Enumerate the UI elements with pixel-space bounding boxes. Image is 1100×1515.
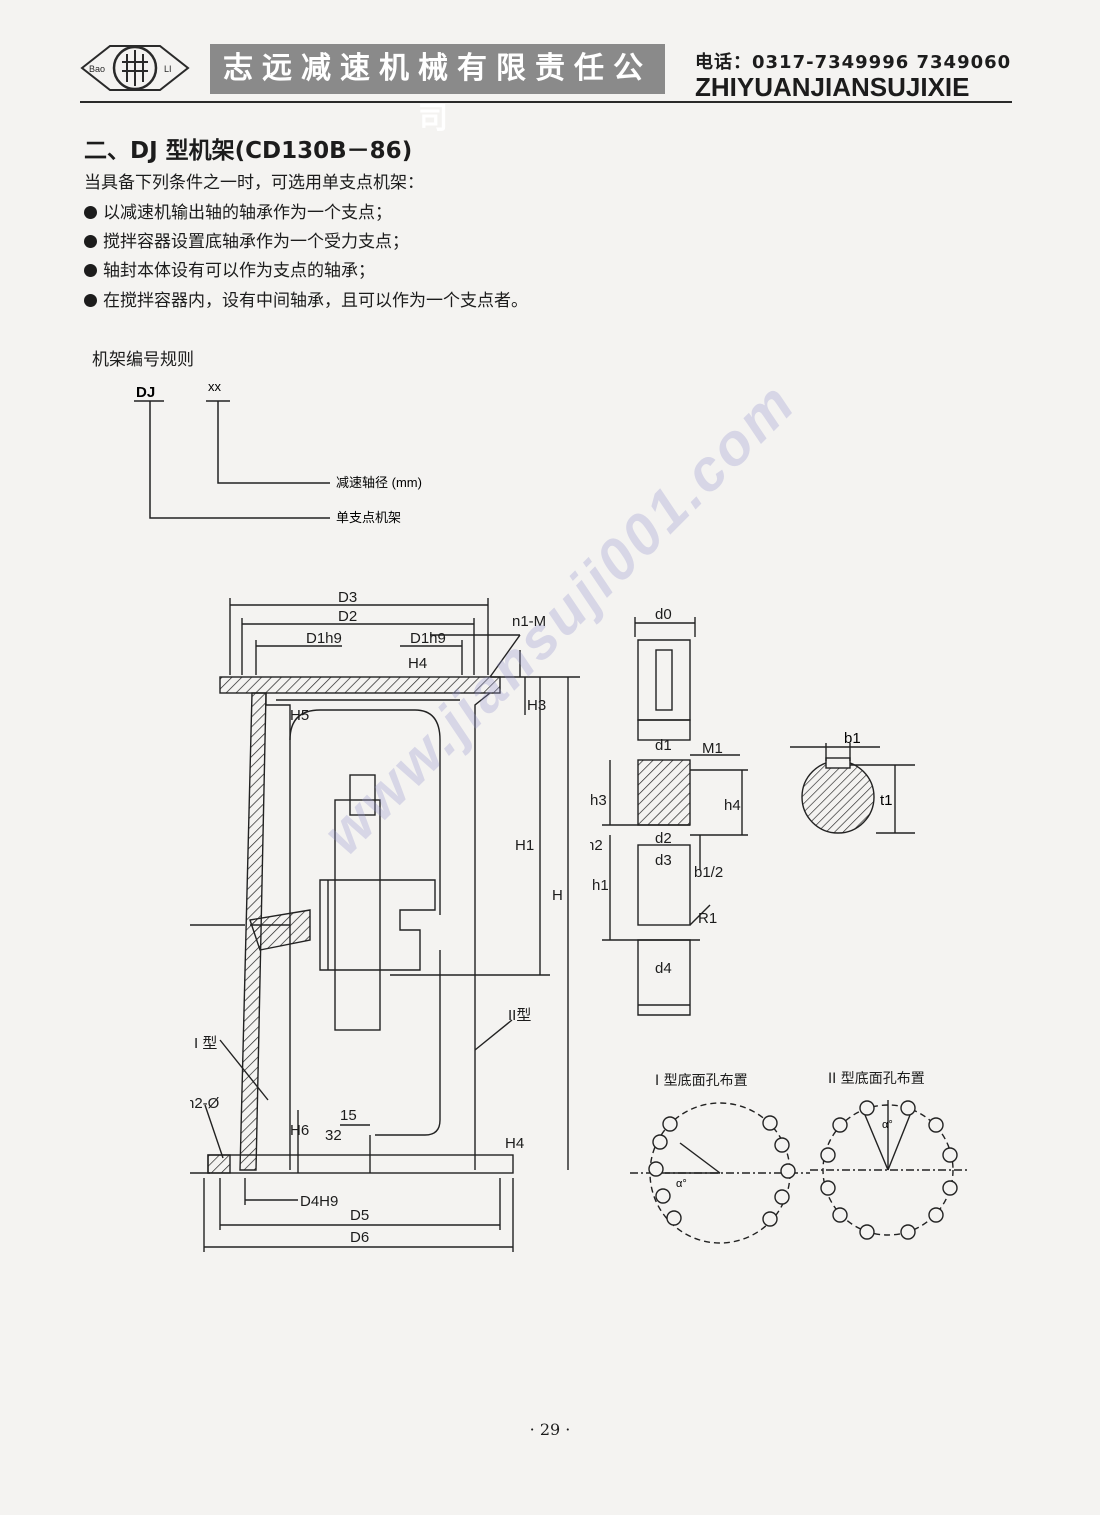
label-H3: H3 [527, 697, 546, 714]
bullet-item: 轴封本体设有可以作为支点的轴承； [84, 256, 375, 281]
label-d2: d2 [655, 830, 672, 847]
section-title: 二、DJ 型机架(CD130B－86) [84, 138, 413, 164]
label-32: 32 [325, 1127, 342, 1144]
label-H4-top: H4 [408, 655, 427, 672]
code-suffix: xx [208, 379, 222, 394]
bullet-dot-icon [84, 235, 97, 248]
label-D5: D5 [350, 1207, 369, 1224]
label-h4: h4 [724, 797, 741, 814]
numbering-rule-heading: 机架编号规则 [92, 350, 194, 370]
header-divider [80, 101, 1012, 103]
label-n2: n2-Ø [190, 1095, 220, 1112]
label-d3: d3 [655, 852, 672, 869]
label-alpha-II: α° [882, 1119, 893, 1131]
label-M1: M1 [702, 740, 723, 757]
label-D6: D6 [350, 1229, 369, 1246]
label-H5: H5 [290, 707, 309, 724]
label-H1: H1 [515, 837, 534, 854]
label-H4-bottom: H4 [505, 1135, 524, 1152]
label-t1: t1 [880, 792, 893, 809]
label-R1: R1 [698, 910, 717, 927]
label-n1-M: n1-M [512, 613, 546, 630]
layout-I-title: I 型底面孔布置 [655, 1073, 748, 1089]
label-type-I: I 型 [194, 1035, 217, 1052]
logo-text-left: Bao [89, 64, 105, 74]
label-15: 15 [340, 1107, 357, 1124]
brand-latin-name: ZHIYUANJIANSUJIXIE [695, 72, 970, 102]
label-b1: b1 [844, 730, 861, 747]
code-prefix: DJ [136, 384, 155, 401]
numbering-diagram: DJ xx 减速轴径 (mm) 单支点机架 [134, 379, 422, 525]
label-alpha-I: α° [676, 1178, 687, 1190]
logo-text-right: LI [164, 64, 172, 74]
bullet-dot-icon [84, 264, 97, 277]
company-logo: Bao LI [80, 45, 190, 91]
label-H: H [552, 887, 563, 904]
label-H6: H6 [290, 1122, 309, 1139]
label-h2: h2 [590, 837, 603, 854]
layout-II-drawing: α° [810, 1100, 970, 1240]
bullet-item: 以减速机输出轴的轴承作为一个支点； [84, 198, 392, 223]
label-D4H9: D4H9 [300, 1193, 338, 1210]
label-h3: h3 [590, 792, 607, 809]
frame-drawing: D3 D2 D1h9 D1h9 n1-M H3 H5 H1 H H2 I 型 I… [190, 589, 580, 1252]
page-number: · 29 · [529, 1420, 571, 1439]
layout-II-title: II 型底面孔布置 [828, 1071, 925, 1087]
label-D1h9-right: D1h9 [410, 630, 446, 647]
label-shaft-diameter: 减速轴径 (mm) [336, 475, 422, 490]
label-b1-2: b1/2 [694, 864, 723, 881]
label-D1h9-left: D1h9 [306, 630, 342, 647]
bullet-dot-icon [84, 206, 97, 219]
shaft-detail-drawing: d0 d1 M1 h3 h4 h2 d2 d3 b1/2 h1 R1 d4 [590, 606, 748, 1016]
bullet-item: 在搅拌容器内，设有中间轴承，且可以作为一个支点者。 [84, 286, 528, 311]
phone-numbers: 电话：0317-7349996 7349060 [695, 52, 1012, 73]
label-h1: h1 [592, 877, 609, 894]
label-D2: D2 [338, 608, 357, 625]
label-d1: d1 [655, 737, 672, 754]
keyway-section-drawing: b1 t1 [790, 730, 915, 834]
intro-text: 当具备下列条件之一时，可选用单支点机架： [84, 173, 424, 193]
bullet-item: 搅拌容器设置底轴承作为一个受力支点； [84, 227, 409, 252]
layout-I-drawing: α° [630, 1102, 810, 1244]
label-D3: D3 [338, 589, 357, 606]
bullet-dot-icon [84, 294, 97, 307]
label-d4: d4 [655, 960, 672, 977]
label-single-support-frame: 单支点机架 [336, 510, 401, 525]
label-type-II: II型 [508, 1007, 531, 1024]
label-d0: d0 [655, 606, 672, 623]
company-name-banner: 志远减速机械有限责任公司 [210, 44, 665, 136]
